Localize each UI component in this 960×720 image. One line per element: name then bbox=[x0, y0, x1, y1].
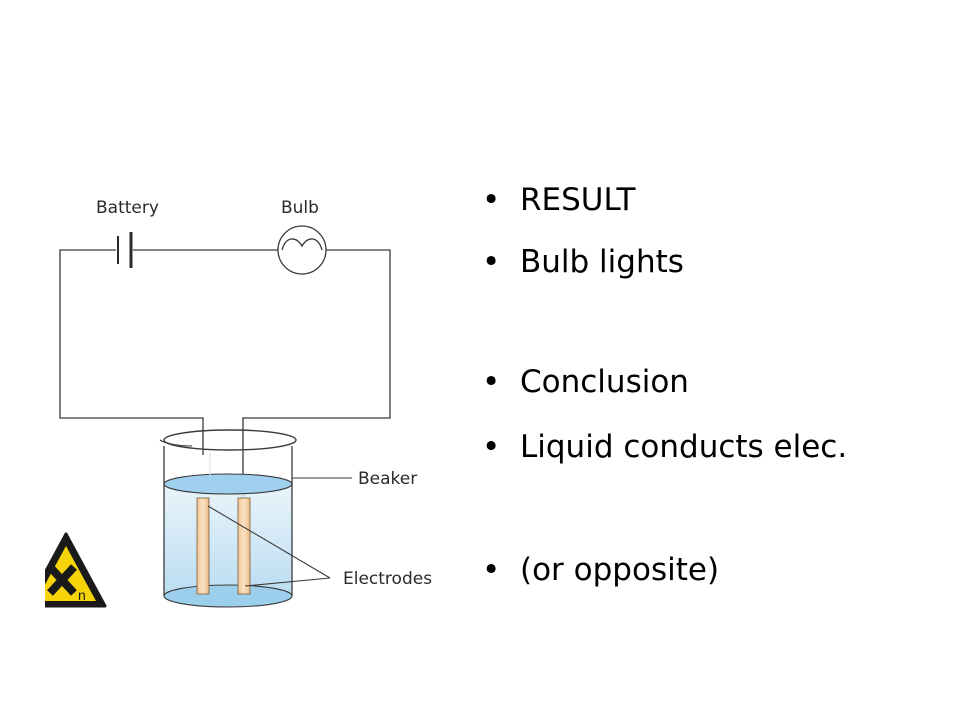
bullet-marker: • bbox=[482, 182, 501, 218]
circuit-wires bbox=[59, 249, 391, 498]
bullet-text: Conclusion bbox=[520, 364, 689, 400]
bullet-text: Bulb lights bbox=[520, 244, 684, 280]
bulb-label: Bulb bbox=[281, 198, 319, 218]
bullet-marker: • bbox=[482, 552, 501, 588]
electrode-right bbox=[237, 497, 251, 595]
battery-symbol bbox=[117, 232, 133, 268]
beaker-label: Beaker bbox=[358, 469, 417, 489]
bulb-symbol bbox=[277, 225, 327, 275]
bullet-marker: • bbox=[482, 364, 501, 400]
bullet-marker: • bbox=[482, 429, 501, 465]
bullet-marker: • bbox=[482, 244, 501, 280]
circuit-diagram: Battery Bulb Beaker Electrodes n bbox=[45, 198, 432, 608]
electrode-left bbox=[196, 497, 210, 595]
harmful-irritant-hazard-icon: n bbox=[45, 532, 107, 608]
bullet-text: Liquid conducts elec. bbox=[520, 429, 848, 465]
hazard-n-glyph: n bbox=[78, 587, 86, 603]
electrodes-label: Electrodes bbox=[343, 569, 432, 589]
bullet-text: RESULT bbox=[520, 182, 636, 218]
beaker bbox=[159, 429, 297, 608]
battery-label: Battery bbox=[96, 198, 159, 218]
bullet-text: (or opposite) bbox=[520, 552, 720, 588]
electrodes bbox=[196, 497, 251, 595]
leader-lines bbox=[207, 477, 352, 587]
